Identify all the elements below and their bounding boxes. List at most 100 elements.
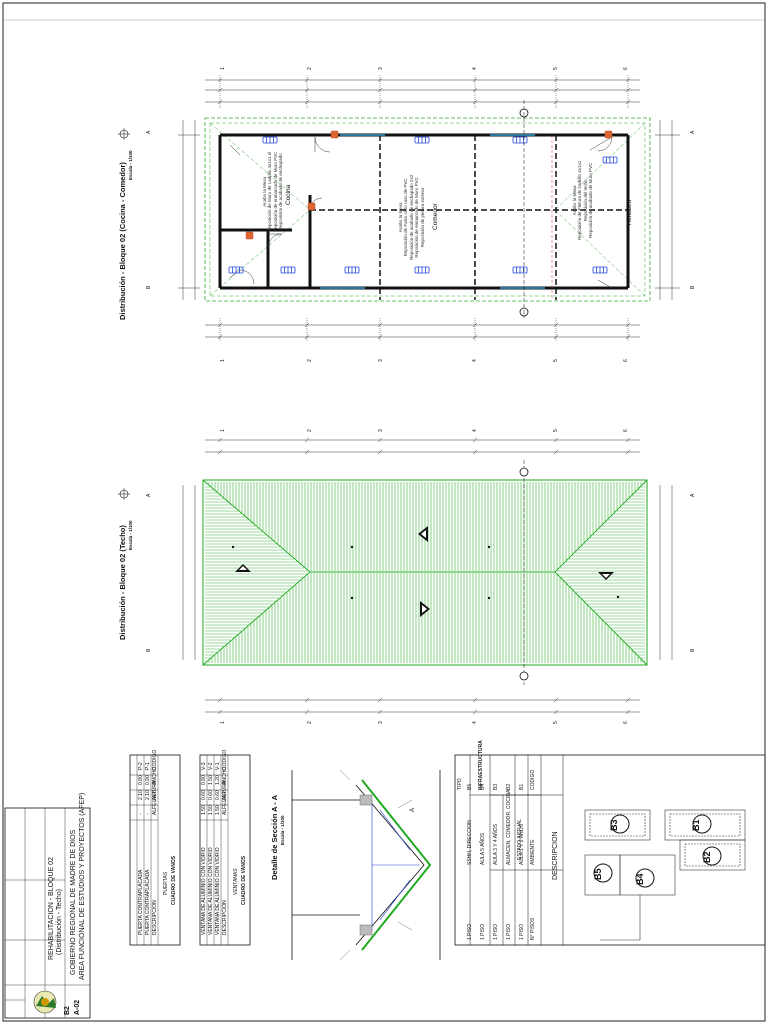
- roof-axis-num-1-bottom: 1: [220, 721, 226, 724]
- doors-cell: 2.10: [145, 790, 151, 800]
- room-label-cocina: Cocina: [285, 185, 292, 205]
- windows-cell: VENTANA DE ALUMINIO CON VIDRIO: [215, 847, 221, 935]
- section-scale: Escala - 1/100: [280, 815, 285, 845]
- infra-col-codigo: CODIGO: [530, 769, 536, 790]
- infra-cell-name: ALMACEN, COMEDOR, COCINA: [506, 789, 512, 865]
- axis-num-3-bottom: 3: [378, 359, 384, 362]
- doors-table-subtitle: PUERTAS: [163, 871, 169, 895]
- roof-axis-num-6-bottom: 6: [623, 721, 629, 724]
- infra-cell-name: AULA 1 Y 2 AÑOS: [519, 824, 525, 865]
- sheet-prefix: B2: [64, 1006, 71, 1015]
- windows-cell: 1.50: [215, 805, 221, 815]
- infra-cell-floors: 1 PISO: [493, 923, 499, 940]
- note-line: Reposición de acabado de enchapado: [278, 153, 284, 231]
- infra-col-ambiente: AMBIENTE: [530, 839, 536, 865]
- doors-cell: 0.80: [138, 775, 144, 785]
- windows-cell: VENTANA DE ALUMINIO CON VIDRIO: [208, 847, 214, 935]
- windows-cell: V-2: [208, 762, 214, 770]
- roof-dimension-lines: [182, 439, 673, 713]
- roof-axis-b: B: [146, 648, 152, 652]
- axis-num-1-bottom: 1: [220, 359, 226, 362]
- side-dimension-lines: [178, 120, 680, 300]
- doors-cell: PUERTA CONTRAPLACADA: [145, 869, 151, 935]
- site-block-label: B1: [691, 819, 701, 831]
- infra-cell-code: B5: [467, 783, 473, 790]
- axis-label-b-right: B: [690, 285, 696, 289]
- site-block-label: B5: [593, 868, 603, 880]
- infra-cell-code: B3: [493, 783, 499, 790]
- roof-hatch: [205, 482, 645, 663]
- room-name: Almacén: [626, 199, 633, 225]
- roof-axis-num-3-bottom: 3: [378, 721, 384, 724]
- drawing-title: (Distribución - Techo): [56, 888, 63, 955]
- windows-table-title: CUADRO DE VANOS: [241, 855, 247, 905]
- org-line2: AREA FUNCIONAL DE ESTUDIOS Y PROYECTOS (…: [79, 792, 86, 980]
- room-label-comedor: Comedor: [432, 203, 439, 230]
- doors-header-cell: ALFEIZAR: [152, 791, 158, 815]
- room-notes-almacen: Acabo la Mesa Reposición de Pintura de L…: [572, 161, 594, 240]
- tables-area: [4, 754, 766, 1019]
- roof-axis-a: A: [146, 493, 152, 497]
- roof-axis-num-2: 2: [307, 429, 313, 432]
- note-line: Reposición de Muro de Ladrillo 4x1x1 el: [267, 151, 273, 232]
- doors-cell: 2.10: [138, 790, 144, 800]
- axis-num-4: 4: [472, 67, 478, 70]
- windows: [228, 134, 618, 289]
- axis-num-6-bottom: 6: [623, 359, 629, 362]
- doors-cell: P-2: [138, 762, 144, 770]
- windows-table-subtitle: VENTANAS: [233, 868, 239, 895]
- infra-cell-code: B4: [480, 783, 486, 790]
- roof-plan-scale: Escala - 1/100: [128, 520, 133, 550]
- axis-num-4-bottom: 4: [472, 359, 478, 362]
- doors-cell: -: [138, 813, 144, 815]
- regional-logo: [33, 990, 57, 1014]
- note-line: Reposición de acabado de Muro PVC: [588, 162, 594, 238]
- infra-cell-code: B1: [519, 783, 525, 790]
- doors-cell: 0.90: [145, 775, 151, 785]
- walls: [218, 133, 630, 290]
- floor-plan-title: Distribución - Bloque 02 (Cocina - Comed…: [118, 162, 127, 320]
- roof-axis-num-6: 6: [623, 429, 629, 432]
- site-block-label: B2: [702, 851, 712, 863]
- door-markers: [245, 130, 613, 240]
- floor-plan-scale: Escala - 1/100: [128, 150, 133, 180]
- note-line: Reposición de Falso cielo raso de PVC: [403, 178, 409, 257]
- roof-axis-num-5: 5: [553, 429, 559, 432]
- slope-arrows: [235, 526, 614, 617]
- windows-cell: 1.20: [215, 775, 221, 785]
- windows-cell: 0.60: [208, 790, 214, 800]
- windows-cell: VENTANA DE ALUMINIO CON VIDRIO: [201, 847, 207, 935]
- floor-plan: [118, 75, 680, 342]
- roof-axis-num-1: 1: [220, 429, 226, 432]
- windows-cell: 0.60: [201, 790, 207, 800]
- section-label-a: A: [410, 807, 416, 812]
- infra-cell-name: SSHH, DIRECCION: [467, 820, 473, 865]
- infra-cell-floors: 1 PISO: [519, 923, 525, 940]
- note-line: Reposición de Pintura de Ladrillo 4x1x1: [577, 160, 583, 240]
- roof-axis-num-4: 4: [472, 429, 478, 432]
- windows-cell: 1.50: [208, 775, 214, 785]
- roof-axis-num-2-bottom: 2: [307, 721, 313, 724]
- roof-overhang-outline: [204, 117, 651, 302]
- windows-header-cell: DESCRIPCION: [222, 900, 228, 935]
- room-name: Comedor: [432, 203, 439, 230]
- axis-num-2-bottom: 2: [307, 359, 313, 362]
- org-line1: GOBIERNO REGIONAL DE MADRE DE DIOS: [70, 829, 77, 975]
- axis-label-a-right: A: [690, 130, 696, 134]
- room-notes-comedor: Acabo la Mesa Reposición de Falso cielo …: [398, 175, 425, 260]
- windows-cell: 1.50: [208, 805, 214, 815]
- site-block-label: B3: [609, 819, 619, 831]
- infra-cell-floors: 1 PISO: [467, 923, 473, 940]
- note-line: Reposición de pintura exterior: [419, 187, 425, 248]
- windows-cell: 1.50: [201, 805, 207, 815]
- room-label-almacen: Almacén: [626, 200, 633, 225]
- axis-num-2: 2: [307, 67, 313, 70]
- axis-num-1: 1: [220, 67, 226, 70]
- project-title: REHABILITACION - BLOQUE 02: [48, 857, 55, 960]
- axis-label-a: A: [146, 130, 152, 134]
- axis-num-6: 6: [623, 67, 629, 70]
- roof-axis-b-right: B: [690, 648, 696, 652]
- infra-cell-floors: 1 PISO: [506, 923, 512, 940]
